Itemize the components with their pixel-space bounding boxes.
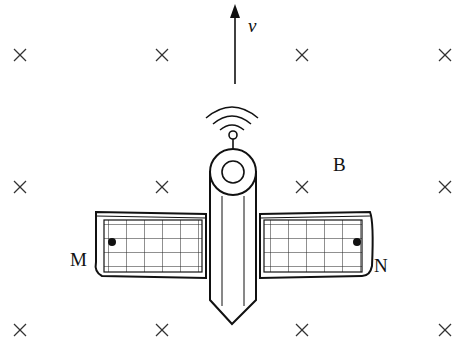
- field-cross: [14, 49, 26, 61]
- velocity-label: v: [248, 16, 256, 35]
- velocity-arrow: [230, 4, 240, 84]
- field-cross: [439, 49, 451, 61]
- satellite-body: [210, 131, 256, 324]
- field-cross: [14, 324, 26, 336]
- point-label: N: [374, 256, 388, 275]
- magnetic-field: [14, 49, 451, 336]
- field-cross: [156, 324, 168, 336]
- left-solar-panel: [96, 212, 206, 278]
- field-cross: [296, 181, 308, 193]
- field-cross: [156, 49, 168, 61]
- field-cross: [439, 181, 451, 193]
- right-solar-panel: [260, 212, 373, 278]
- field-cross: [14, 181, 26, 193]
- point-label: M: [70, 250, 87, 269]
- field-cross: [439, 324, 451, 336]
- field-cross: [296, 324, 308, 336]
- field-cross: [296, 49, 308, 61]
- signal-waves: [206, 107, 258, 130]
- field-cross: [156, 181, 168, 193]
- field-label: B: [333, 155, 346, 174]
